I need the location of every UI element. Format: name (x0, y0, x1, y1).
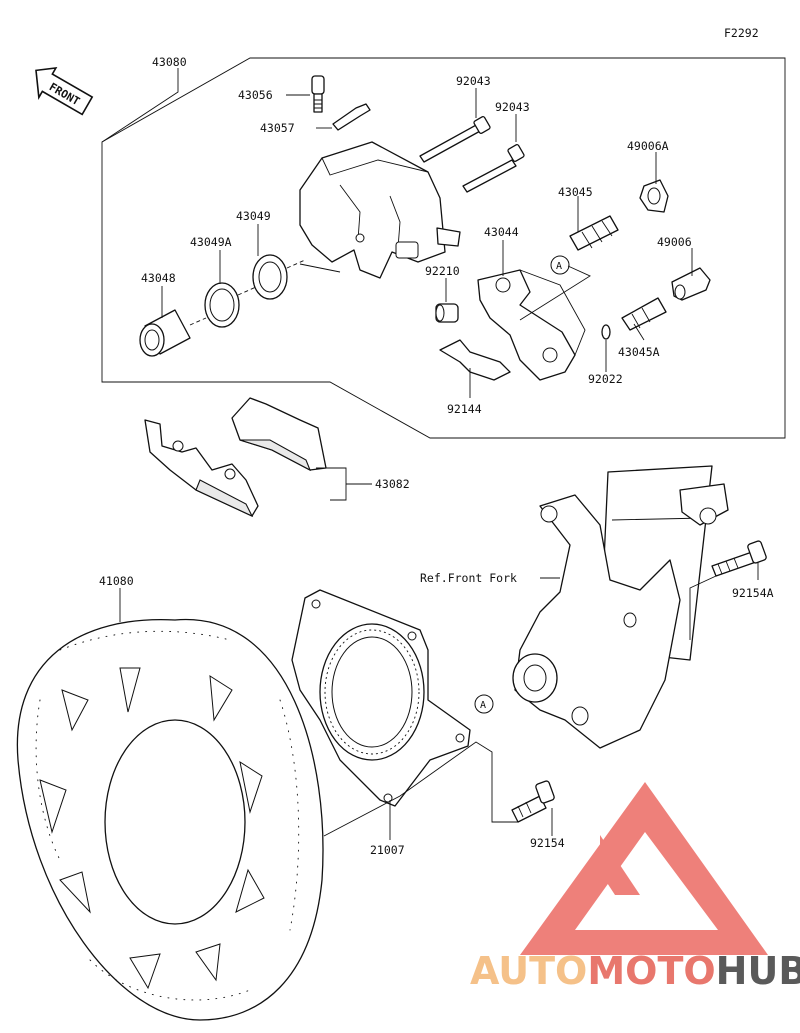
caliper-assembly-box (101, 57, 786, 439)
brake-disc (16, 618, 324, 1021)
brake-pad-front (144, 419, 259, 518)
slide-pin-43045A (621, 297, 667, 331)
bushing-92210 (435, 303, 459, 323)
label-92144: 92144 (447, 402, 482, 416)
svg-text:A: A (556, 261, 562, 272)
label-43048: 43048 (141, 271, 176, 285)
boot-49006A (639, 179, 669, 213)
label-43056: 43056 (238, 88, 273, 102)
bleed-cap (332, 103, 371, 131)
label-43045: 43045 (558, 185, 593, 199)
pad-spring (439, 339, 511, 381)
label-43044: 43044 (484, 225, 519, 239)
watermark-text: AUTOMOTOHUB (470, 949, 800, 993)
label-92210: 92210 (425, 264, 460, 278)
label-92022: 92022 (588, 372, 623, 386)
label-49006: 49006 (657, 235, 692, 249)
label-43049A: 43049A (190, 235, 232, 249)
label-49006A: 49006A (627, 139, 669, 153)
boot-49006 (671, 267, 711, 301)
label-21007: 21007 (370, 843, 405, 857)
label-92043-a: 92043 (456, 74, 491, 88)
slide-pin-43045 (569, 215, 619, 251)
marker-a-lower: A (474, 694, 494, 714)
caliper-body (299, 141, 461, 279)
abs-sensor-rotor (291, 589, 471, 807)
leader-lines (101, 68, 759, 840)
bolt-92154A (711, 540, 767, 577)
label-92043-b: 92043 (495, 100, 530, 114)
brake-pad-rear (231, 397, 327, 472)
label-92154: 92154 (530, 836, 565, 850)
piston-43048 (139, 309, 191, 357)
diagram-code: F2292 (724, 26, 759, 40)
svg-text:A: A (480, 700, 486, 711)
ref-front-fork-label: Ref.Front Fork (420, 571, 517, 585)
bolt-92154 (511, 780, 555, 823)
label-92154A: 92154A (732, 586, 774, 600)
label-43049: 43049 (236, 209, 271, 223)
label-43057: 43057 (260, 121, 295, 135)
watermark-logo (520, 782, 768, 955)
washer-92022 (601, 324, 611, 340)
caliper-pin-lower (462, 144, 525, 193)
caliper-pin-upper (419, 116, 491, 163)
label-43045A: 43045A (618, 345, 660, 359)
label-43082: 43082 (375, 477, 410, 491)
marker-a-upper: A (550, 255, 570, 275)
bleed-valve (311, 75, 325, 113)
label-43080: 43080 (152, 55, 187, 69)
front-fork-leg (512, 465, 729, 749)
label-41080: 41080 (99, 574, 134, 588)
front-arrow-icon: FRONT (35, 67, 94, 116)
seal-43049A (204, 282, 240, 328)
seal-43049 (252, 254, 288, 300)
